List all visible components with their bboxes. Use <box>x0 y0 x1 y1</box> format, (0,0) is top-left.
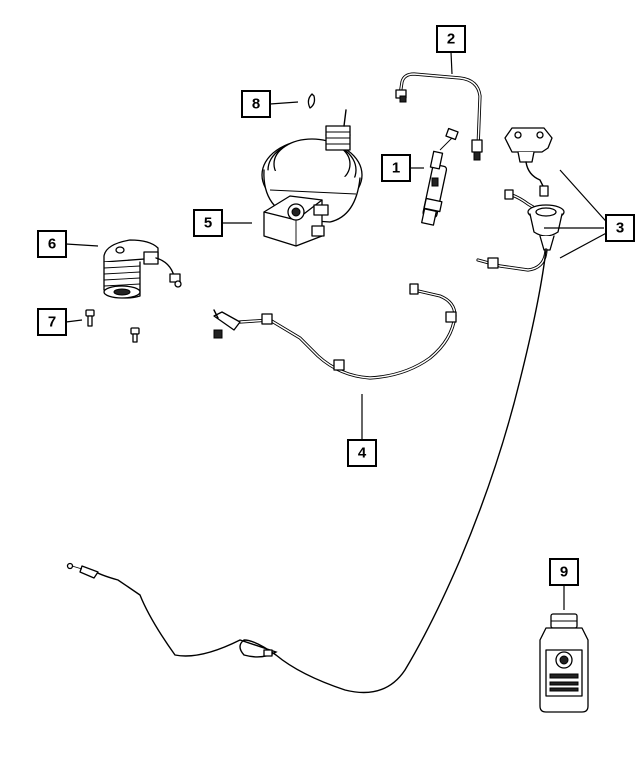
callout-7[interactable]: 7 <box>37 308 67 336</box>
part-9-fluid-bottle[interactable] <box>539 613 589 713</box>
callout-5[interactable]: 5 <box>193 209 223 237</box>
callout-6[interactable]: 6 <box>37 230 67 258</box>
callout-9-label: 9 <box>560 564 568 581</box>
callout-6-label: 6 <box>48 236 56 253</box>
callout-7-label: 7 <box>48 314 56 331</box>
callout-8-label: 8 <box>252 96 260 113</box>
callout-4[interactable]: 4 <box>347 439 377 467</box>
part-8-clip[interactable] <box>307 93 316 109</box>
callout-2[interactable]: 2 <box>436 25 466 53</box>
callout-1-label: 1 <box>392 160 400 177</box>
part-2-hydraulic-line[interactable] <box>395 72 483 161</box>
callout-9[interactable]: 9 <box>549 558 579 586</box>
callout-1[interactable]: 1 <box>381 154 411 182</box>
clutch-cable[interactable] <box>66 249 547 694</box>
part-7-bolts[interactable] <box>85 309 140 343</box>
part-5-brake-booster[interactable] <box>261 109 363 247</box>
callout-8[interactable]: 8 <box>241 90 271 118</box>
callout-3[interactable]: 3 <box>605 214 635 242</box>
leader-lines <box>65 51 613 610</box>
part-4-clutch-line[interactable] <box>213 283 457 380</box>
part-6-slave-cylinder[interactable] <box>103 239 182 299</box>
part-3-reservoir-assembly[interactable] <box>476 127 565 272</box>
callout-5-label: 5 <box>204 215 212 232</box>
callout-2-label: 2 <box>447 31 455 48</box>
callout-4-label: 4 <box>358 445 367 462</box>
callout-3-label: 3 <box>616 220 624 237</box>
part-1-master-cylinder[interactable] <box>421 127 459 226</box>
